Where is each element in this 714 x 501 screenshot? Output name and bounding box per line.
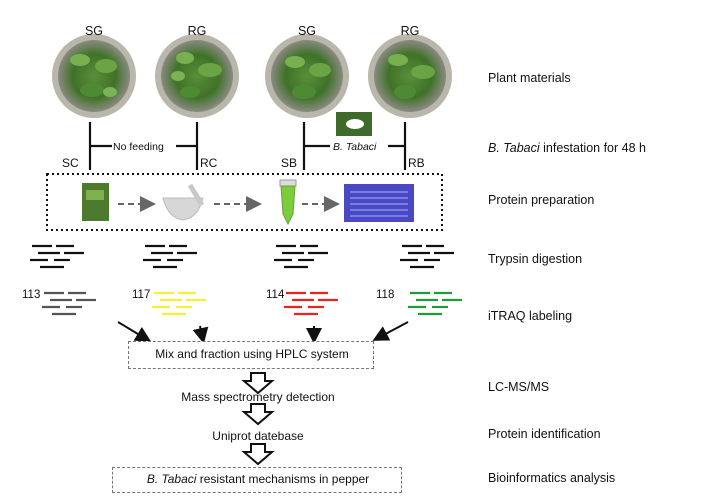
treatment-rc-label: RC: [200, 156, 218, 170]
mass-spec-text: Mass spectrometry detection: [181, 390, 335, 404]
stage-protein-preparation: Protein preparation: [488, 193, 595, 207]
stage-infestation-rest: infestation for 48 h: [539, 141, 646, 155]
whitefly-photo: [336, 112, 372, 136]
itraq-tag-118: 118: [376, 289, 395, 301]
stage-infestation-italic: B. Tabaci: [488, 141, 540, 155]
mortar-image: [162, 183, 205, 221]
trypsin-peptides: [30, 244, 454, 269]
treatment-sb-label: SB: [281, 156, 298, 170]
plant-photo-1: [52, 34, 136, 118]
plant-photo-4: [368, 34, 452, 118]
plant-photo-3: [265, 34, 349, 118]
trypsin-peptide-group-4: [400, 244, 454, 269]
plant-label-2: RG: [187, 24, 207, 38]
trypsin-peptide-group-2: [143, 244, 197, 269]
flow-arrow-2: [241, 403, 275, 426]
mix-box: [128, 341, 374, 369]
no-feeding-label: No feeding: [113, 141, 164, 153]
itraq-peptide-group-114: [284, 291, 338, 316]
treatment-bracket-right: [302, 122, 407, 170]
flow-arrow-1: [241, 372, 275, 395]
stage-infestation: B. Tabaci infestation for 48 h: [488, 141, 646, 155]
trypsin-peptide-group-3: [274, 244, 328, 269]
leaf-sample-image: [82, 183, 109, 221]
itraq-peptides: [42, 291, 462, 316]
flow-arrow-3: [241, 443, 275, 466]
itraq-peptide-group-113: [42, 291, 96, 316]
tube-image: [279, 179, 297, 226]
gel-image: [344, 184, 414, 222]
treatment-rb-label: RB: [408, 156, 425, 170]
final-text: B. Tabaci resistant mechanisms in pepper: [112, 471, 404, 487]
itraq-tag-117: 117: [132, 289, 151, 301]
itraq-arrows: [117, 321, 409, 344]
treatment-sc-label: SC: [62, 156, 79, 170]
itraq-peptide-group-117: [152, 291, 206, 316]
btabaci-label: B. Tabaci: [333, 141, 377, 153]
treatment-bracket-left: [88, 122, 199, 170]
stage-itraq-labeling: iTRAQ labeling: [488, 309, 573, 323]
final-text-italic: B. Tabaci: [146, 472, 197, 486]
stage-trypsin-digestion: Trypsin digestion: [488, 252, 583, 266]
stage-plant-materials: Plant materials: [488, 71, 571, 85]
stage-lcms: LC-MS/MS: [488, 380, 550, 394]
uniprot-text: Uniprot datebase: [212, 429, 304, 443]
final-text-rest: resistant mechanisms in pepper: [196, 472, 370, 486]
trypsin-peptide-group-1: [30, 244, 84, 269]
itraq-tag-113: 113: [22, 289, 41, 301]
itraq-peptide-group-118: [408, 291, 462, 316]
mix-text: Mix and fraction using HPLC system: [155, 347, 349, 361]
plant-label-4: RG: [400, 24, 420, 38]
plant-photo-2: [155, 34, 239, 118]
plant-label-3: SG: [297, 24, 317, 38]
final-box: [112, 467, 402, 493]
stage-protein-identification: Protein identification: [488, 427, 601, 441]
itraq-tag-114: 114: [266, 289, 285, 301]
plant-label-1: SG: [84, 24, 104, 38]
stage-bioinformatics: Bioinformatics analysis: [488, 471, 616, 485]
